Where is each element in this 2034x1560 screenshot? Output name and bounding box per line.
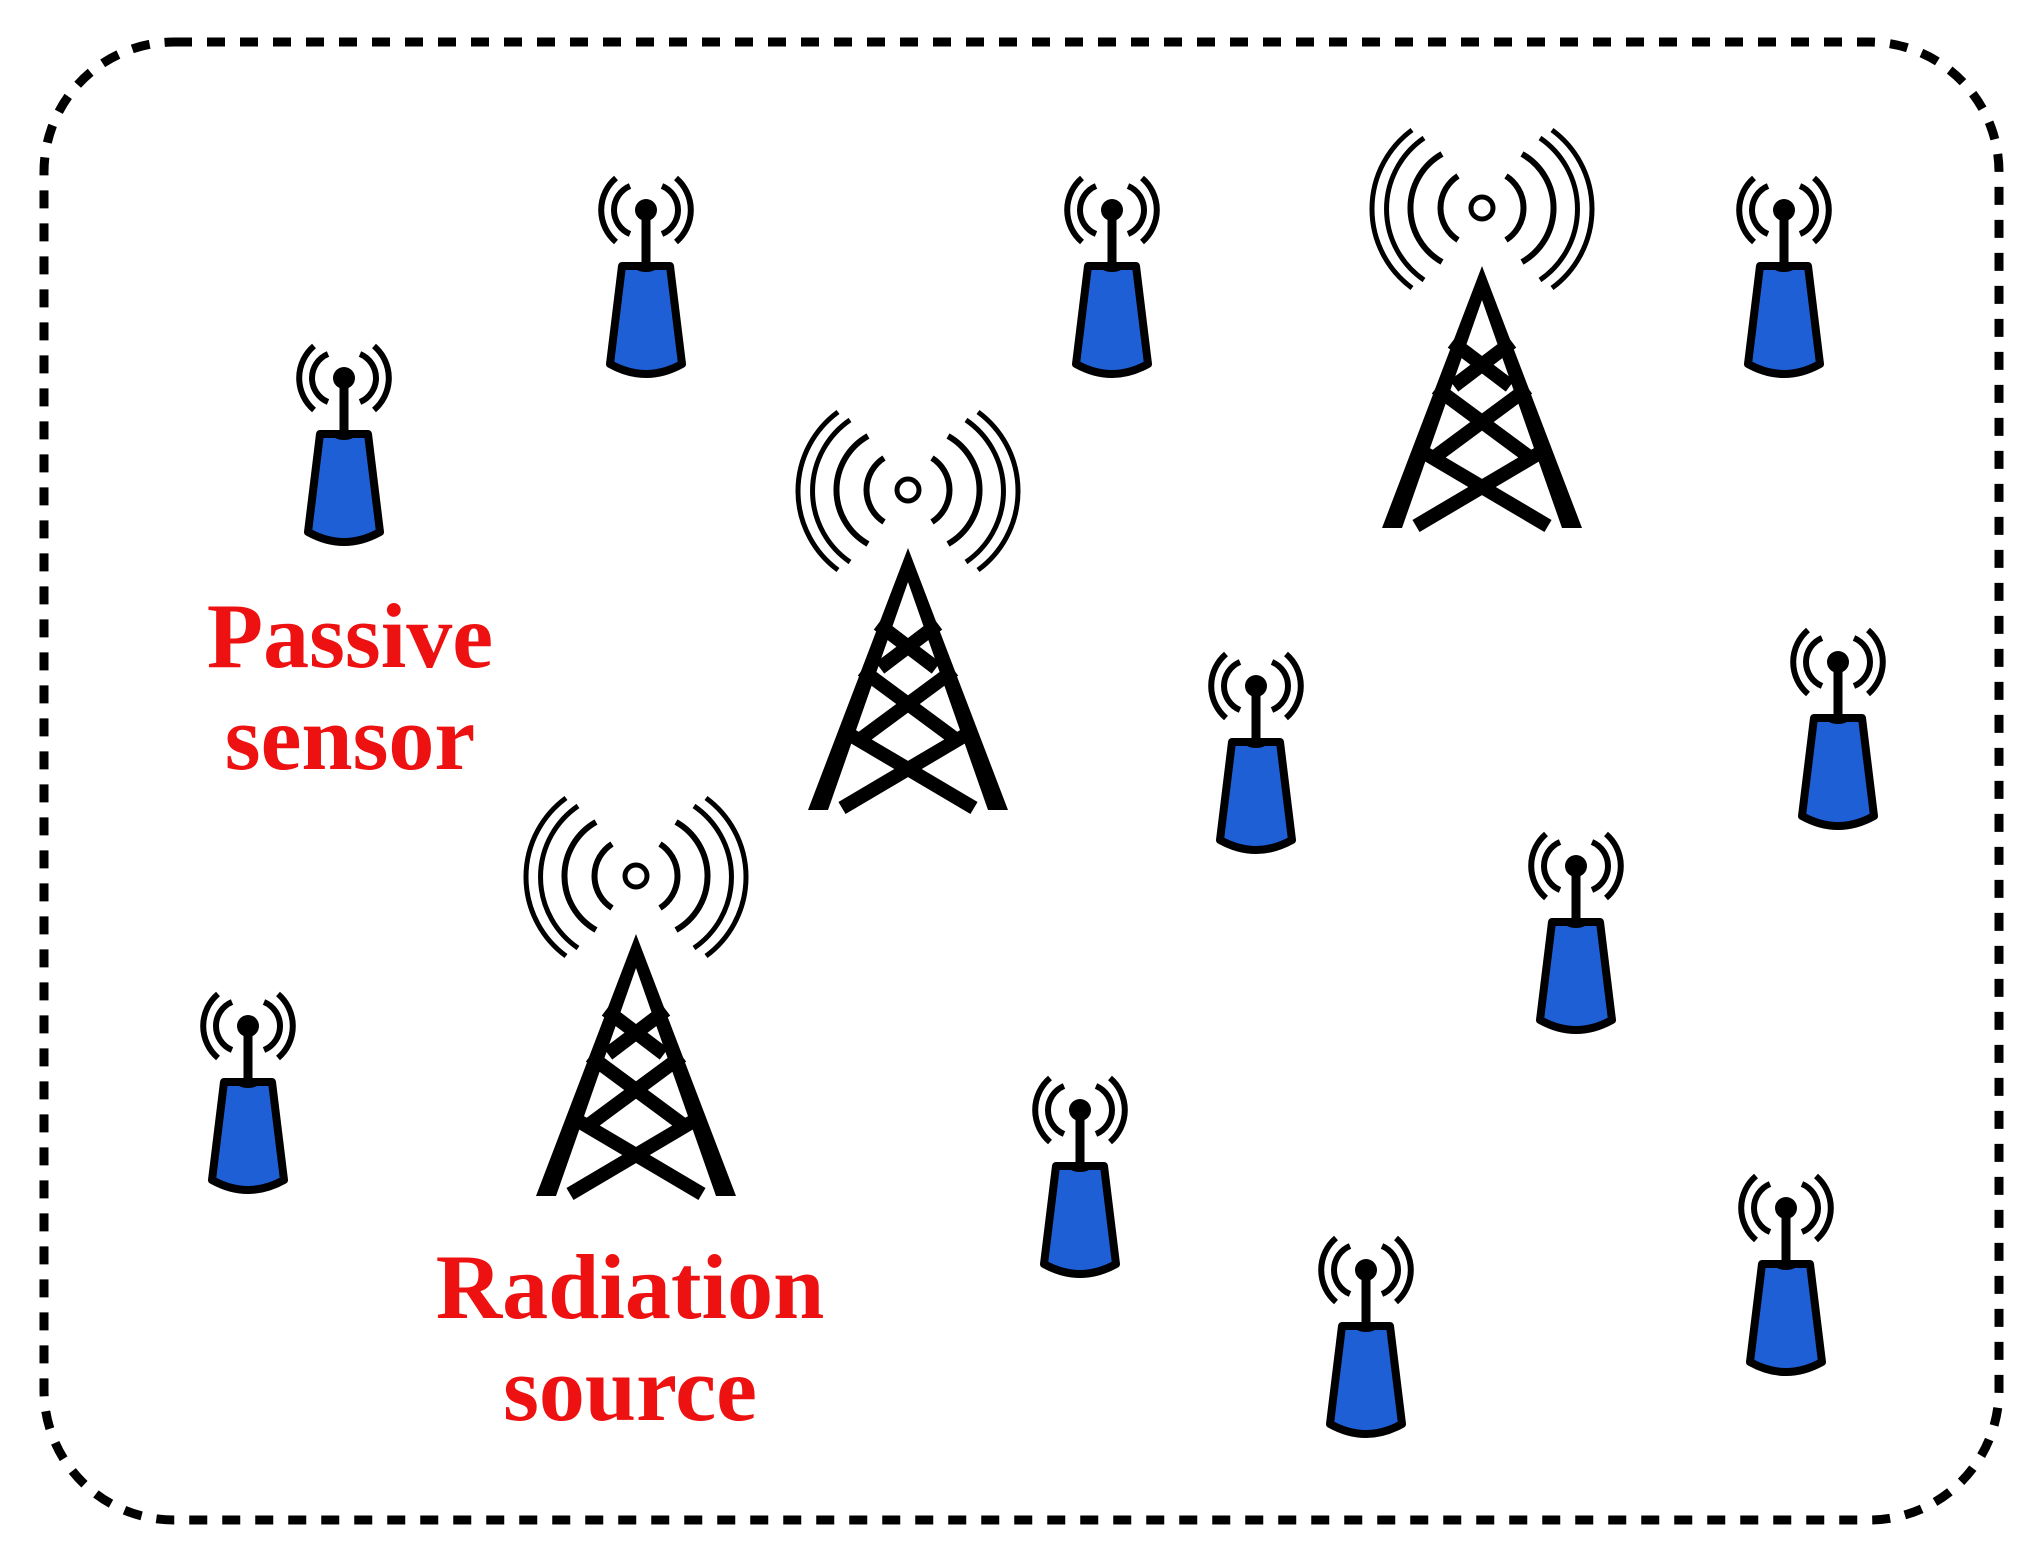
passive-sensor-icon bbox=[1793, 630, 1883, 826]
passive-sensor-label: Passive sensor bbox=[150, 585, 550, 789]
passive-sensor-label-line1: Passive bbox=[206, 585, 494, 687]
radiation-source-tower-icon bbox=[526, 798, 746, 1196]
radiation-source-label-line1: Radiation bbox=[435, 1236, 825, 1338]
passive-sensor-icon bbox=[1531, 834, 1621, 1030]
passive-sensor-label-line2: sensor bbox=[224, 687, 476, 789]
passive-sensor-icon bbox=[601, 178, 691, 374]
radiation-source-tower-icon bbox=[798, 412, 1018, 810]
passive-sensor-icon bbox=[1035, 1078, 1125, 1274]
passive-sensor-icon bbox=[1321, 1238, 1411, 1434]
passive-sensor-icon bbox=[1741, 1176, 1831, 1372]
passive-sensor-icon bbox=[1739, 178, 1829, 374]
passive-sensor-icon bbox=[1211, 654, 1301, 850]
passive-sensor-icon bbox=[1067, 178, 1157, 374]
radiation-source-label: Radiation source bbox=[370, 1236, 890, 1440]
passive-sensor-icon bbox=[203, 994, 293, 1190]
passive-sensor-icon bbox=[299, 346, 389, 542]
radiation-source-tower-icon bbox=[1372, 130, 1592, 528]
area-boundary bbox=[39, 37, 2004, 1525]
radiation-source-label-line2: source bbox=[503, 1338, 757, 1440]
